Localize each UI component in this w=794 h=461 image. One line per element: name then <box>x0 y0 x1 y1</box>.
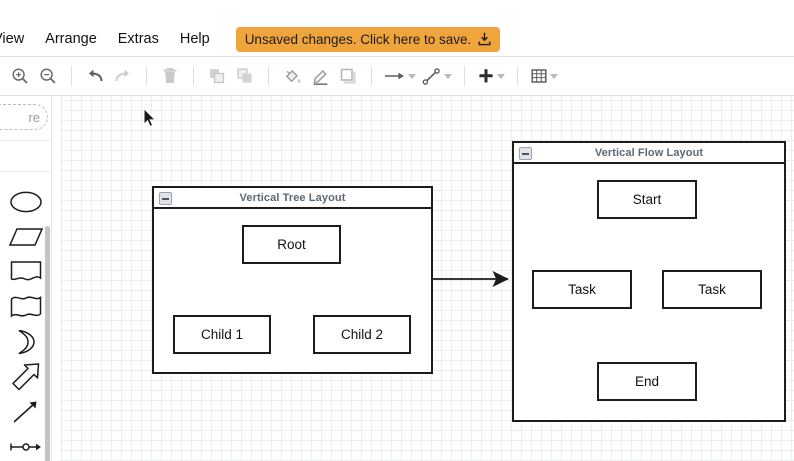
node-label: Root <box>277 237 306 252</box>
search-shapes-input[interactable]: re <box>0 104 48 130</box>
toolbar <box>0 57 794 95</box>
toolbar-divider-6 <box>464 66 465 86</box>
node-child-2[interactable]: Child 2 <box>313 315 411 354</box>
save-banner-label: Unsaved changes. Click here to save. <box>244 31 472 47</box>
node-task-2[interactable]: Task <box>662 270 762 309</box>
redo-icon[interactable] <box>109 62 137 90</box>
waypoints-chevron-down-icon[interactable] <box>408 73 416 79</box>
waypoints-icon[interactable] <box>381 67 419 85</box>
node-label: Child 1 <box>200 327 244 342</box>
fill-color-icon[interactable] <box>278 62 306 90</box>
container-title-bar: Vertical Flow Layout <box>514 143 784 164</box>
node-child-1[interactable]: Child 1 <box>173 315 271 354</box>
node-task-1[interactable]: Task <box>532 270 632 309</box>
node-label: End <box>634 374 660 389</box>
shadow-icon[interactable] <box>334 62 362 90</box>
connection-icon[interactable] <box>419 66 455 87</box>
sidebar-divider-1 <box>0 140 51 141</box>
insert-chevron-down-icon[interactable] <box>497 73 505 79</box>
toolbar-divider-7 <box>517 66 518 86</box>
undo-icon[interactable] <box>81 62 109 90</box>
node-label: Child 2 <box>340 327 384 342</box>
shape-directional-arrow[interactable] <box>0 394 51 429</box>
collapse-icon[interactable] <box>519 147 532 160</box>
shape-parallelogram[interactable] <box>0 219 51 254</box>
table-icon[interactable] <box>527 65 561 87</box>
table-chevron-down-icon[interactable] <box>550 73 558 79</box>
zoom-out-icon[interactable] <box>34 62 62 90</box>
node-root[interactable]: Root <box>242 225 341 264</box>
connection-chevron-down-icon[interactable] <box>444 73 452 79</box>
shape-document[interactable] <box>0 254 51 289</box>
menu-help[interactable]: Help <box>179 31 210 47</box>
shape-tape[interactable] <box>0 289 51 324</box>
container-title-label: Vertical Tree Layout <box>239 191 346 204</box>
delete-icon[interactable] <box>156 62 184 90</box>
line-color-icon[interactable] <box>306 62 334 90</box>
node-label: Start <box>632 192 662 207</box>
menu-view[interactable]: View <box>0 31 25 47</box>
container-title-bar: Vertical Tree Layout <box>154 188 431 209</box>
toolbar-divider-2 <box>146 66 147 86</box>
shapes-sidebar: re <box>0 96 52 461</box>
insert-icon[interactable] <box>474 65 508 87</box>
node-label: Task <box>568 282 596 297</box>
menu-bar: View Arrange Extras Help Unsaved changes… <box>0 22 794 56</box>
container-title-label: Vertical Flow Layout <box>594 146 704 159</box>
shape-crescent[interactable] <box>0 324 51 359</box>
to-front-icon[interactable] <box>203 62 231 90</box>
menu-arrange[interactable]: Arrange <box>45 31 97 47</box>
shape-palette <box>0 184 51 461</box>
zoom-in-icon[interactable] <box>6 62 34 90</box>
node-label: Task <box>698 282 726 297</box>
node-start[interactable]: Start <box>597 180 697 219</box>
shape-bidirectional-connector[interactable] <box>0 429 51 461</box>
menubar-divider <box>0 56 794 57</box>
sidebar-scrollbar[interactable] <box>45 226 50 461</box>
toolbar-divider-1 <box>71 66 72 86</box>
menu-extras[interactable]: Extras <box>117 31 159 47</box>
save-download-icon <box>478 32 491 46</box>
toolbar-divider <box>0 95 794 96</box>
toolbar-divider-4 <box>268 66 269 86</box>
shape-block-arrow[interactable] <box>0 359 51 394</box>
collapse-icon[interactable] <box>159 192 172 205</box>
diagram-canvas[interactable]: Vertical Tree Layout Root Child 1 Child … <box>60 96 794 461</box>
unsaved-changes-save-button[interactable]: Unsaved changes. Click here to save. <box>235 26 501 52</box>
search-shapes-text: re <box>28 109 40 125</box>
sidebar-divider-2 <box>0 171 51 172</box>
node-end[interactable]: End <box>597 362 697 401</box>
toolbar-divider-3 <box>193 66 194 86</box>
toolbar-divider-5 <box>371 66 372 86</box>
to-back-icon[interactable] <box>231 62 259 90</box>
shape-ellipse[interactable] <box>0 184 51 219</box>
